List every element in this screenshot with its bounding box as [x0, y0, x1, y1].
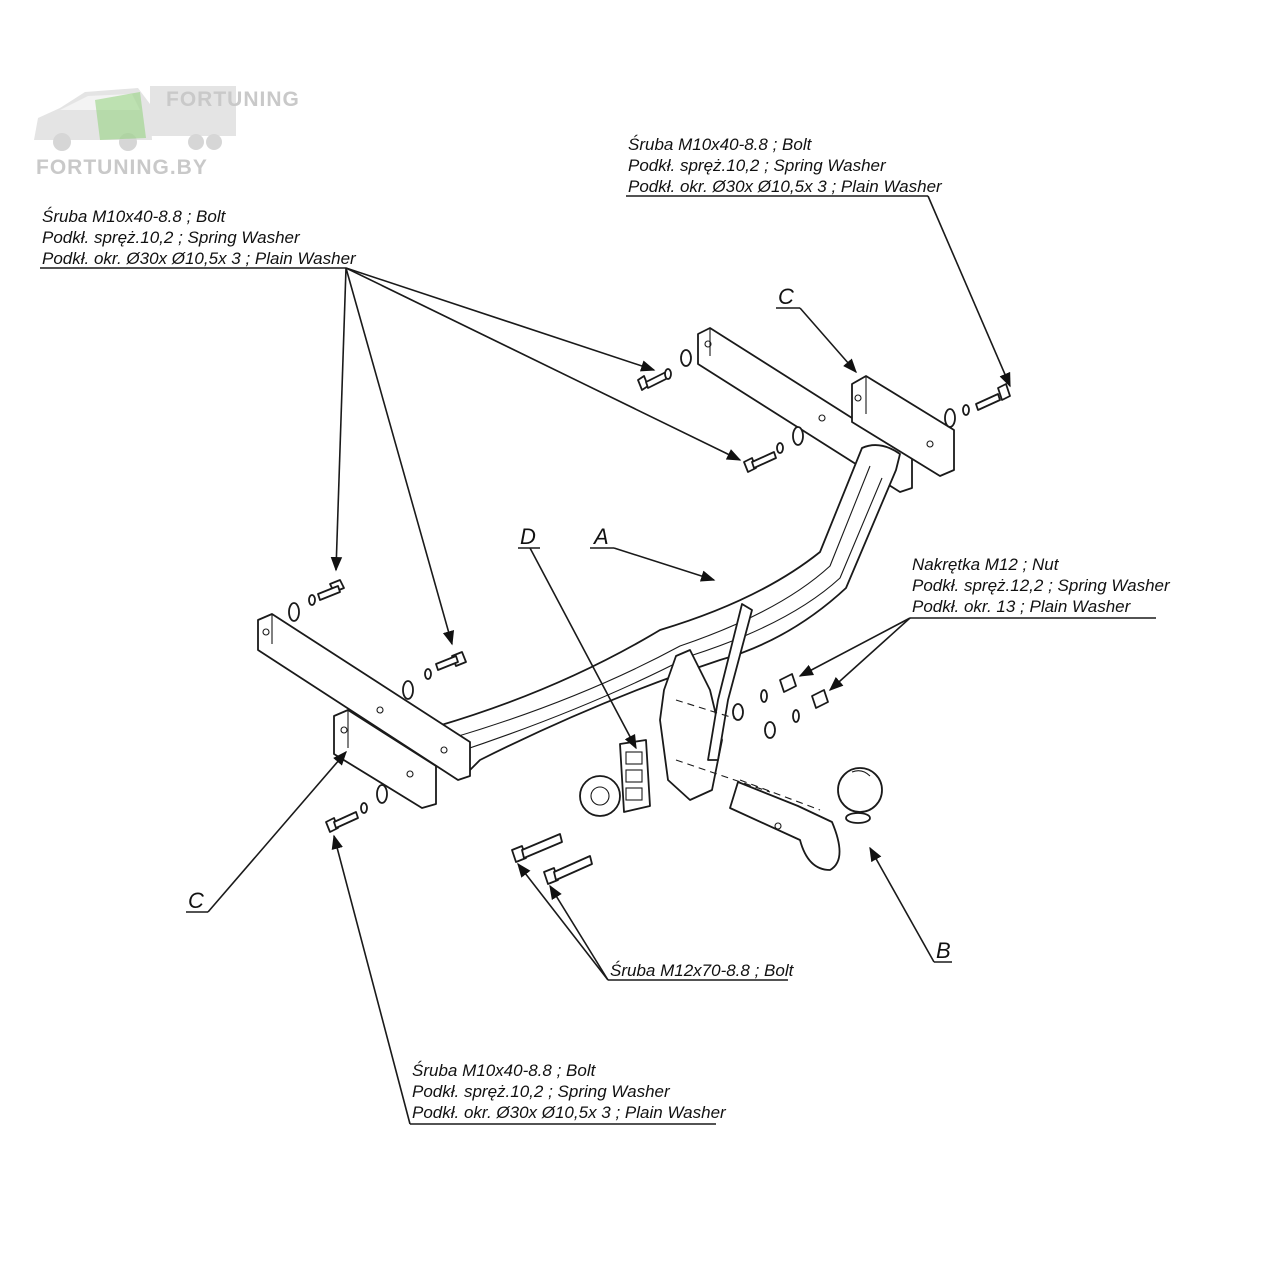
center-bracket	[659, 649, 723, 801]
callout-top-right-line1: Śruba M10x40-8.8 ; Bolt	[628, 135, 813, 154]
callout-nut-line3: Podkł. okr. 13 ; Plain Washer	[912, 597, 1132, 616]
bolt-bottom-left	[325, 784, 388, 833]
plate-hole	[926, 440, 934, 448]
callout-top-left-line1: Śruba M10x40-8.8 ; Bolt	[42, 207, 227, 226]
label-c-top: C	[778, 284, 794, 309]
leader-bolt-m12-2	[549, 884, 609, 981]
bolt-top-1	[637, 349, 692, 391]
leader-b	[869, 846, 935, 963]
leader-bottom	[331, 834, 411, 1125]
bolt-left-2	[402, 651, 467, 700]
fortuning-logo: FORTUNING FORTUNING.BY	[34, 86, 300, 179]
leader-nut-1	[798, 617, 911, 677]
bar-hole	[262, 628, 270, 636]
label-d: D	[520, 524, 536, 549]
callout-top-right: Śruba M10x40-8.8 ; Bolt Podkł. spręż.10,…	[628, 135, 943, 196]
leader-c-top	[799, 307, 857, 374]
callout-bolt-m12: Śruba M12x70-8.8 ; Bolt	[610, 961, 795, 980]
bar-hole	[704, 340, 712, 348]
plate-hole	[406, 770, 414, 778]
leader-nut-2	[828, 617, 911, 691]
leader-top-left-1	[345, 267, 656, 372]
label-a: A	[592, 524, 609, 549]
leader-top-left-2	[345, 267, 742, 461]
bolt-left-1	[288, 579, 345, 622]
leader-top-left-4	[345, 267, 455, 646]
nut-set-1	[732, 673, 797, 721]
callout-top-left-line3: Podkł. okr. Ø30x Ø10,5x 3 ; Plain Washer	[42, 249, 357, 268]
callout-top-right-line2: Podkł. spręż.10,2 ; Spring Washer	[628, 156, 887, 175]
callout-nut: Nakrętka M12 ; Nut Podkł. spręż.12,2 ; S…	[912, 555, 1171, 616]
bar-hole	[818, 414, 826, 422]
plate-hole	[340, 726, 348, 734]
socket-flange	[579, 775, 621, 817]
label-b: B	[936, 938, 951, 963]
leader-bolt-m12-1	[517, 862, 609, 981]
callout-bolt-m12-line1: Śruba M12x70-8.8 ; Bolt	[610, 961, 795, 980]
socket-plate	[619, 739, 651, 813]
main-crossbar	[437, 444, 901, 771]
plate-hole	[854, 394, 862, 402]
logo-text: FORTUNING.BY	[36, 156, 208, 179]
callout-bottom-line1: Śruba M10x40-8.8 ; Bolt	[412, 1061, 597, 1080]
bolt-top-2	[743, 426, 804, 473]
leader-c-bottom	[207, 750, 347, 913]
leader-top-right	[927, 195, 1011, 388]
callout-bottom-line2: Podkł. spręż.10,2 ; Spring Washer	[412, 1082, 671, 1101]
bolt-m12-1	[511, 833, 563, 863]
bar-hole	[440, 746, 448, 754]
leader-a	[613, 547, 716, 582]
logo-accent-shape	[95, 92, 146, 140]
bolt-top-right	[944, 383, 1011, 428]
support-strut	[707, 603, 753, 761]
callout-nut-line1: Nakrętka M12 ; Nut	[912, 555, 1060, 574]
callout-top-left-line2: Podkł. spręż.10,2 ; Spring Washer	[42, 228, 301, 247]
towball-neck	[729, 781, 841, 871]
callout-top-right-line3: Podkł. okr. Ø30x Ø10,5x 3 ; Plain Washer	[628, 177, 943, 196]
leader-top-left-3	[330, 267, 347, 572]
callout-nut-line2: Podkł. spręż.12,2 ; Spring Washer	[912, 576, 1171, 595]
label-c-bottom: C	[188, 888, 204, 913]
logo-trailer-icon	[150, 86, 236, 136]
logo-trailer-text: FORTUNING	[166, 88, 300, 111]
leader-d	[529, 547, 637, 750]
towball	[837, 767, 883, 813]
callout-top-left: Śruba M10x40-8.8 ; Bolt Podkł. spręż.10,…	[42, 207, 357, 268]
bar-hole	[376, 706, 384, 714]
nut-set-2	[764, 689, 829, 739]
bolt-m12-2	[543, 855, 593, 885]
callout-bottom: Śruba M10x40-8.8 ; Bolt Podkł. spręż.10,…	[412, 1061, 727, 1122]
callout-bottom-line3: Podkł. okr. Ø30x Ø10,5x 3 ; Plain Washer	[412, 1103, 727, 1122]
